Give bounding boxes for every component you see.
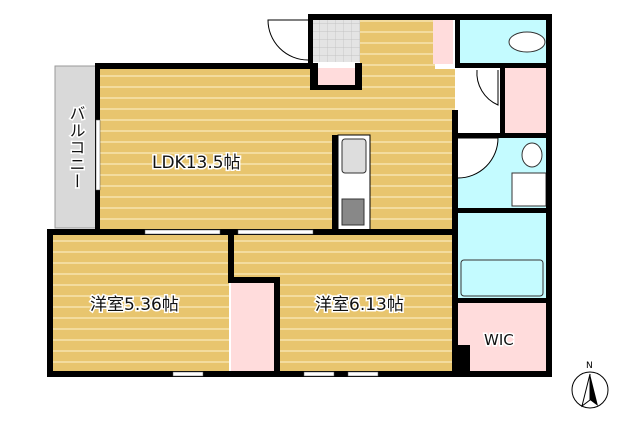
washbasin-icon [521,142,543,168]
washing-machine-icon [511,172,547,207]
ldk-floor [100,69,455,231]
stove-icon [341,198,365,226]
window-bedroom2 [237,229,314,235]
window-south-3 [347,371,379,377]
shoe-storage [433,19,453,64]
toilet-door [476,69,499,106]
entrance-storage [316,68,356,88]
balcony-label: バルコニー [67,105,86,190]
wic-room [458,303,547,372]
balcony [54,65,98,229]
sink-icon [341,138,367,174]
bedroom1-label: 洋室5.36帖 [90,295,179,315]
ldk-label: LDK13.5帖 [152,153,241,173]
bedroom2-label: 洋室6.13帖 [315,295,404,315]
north-label: N [586,361,593,371]
closet-bedroom1 [231,282,275,372]
hall-floor [360,19,435,69]
entrance-door [267,19,309,61]
bedroom1-floor [52,234,229,372]
entrance-tiles [312,19,360,62]
bathtub-icon [460,259,544,297]
compass: N [571,361,609,409]
linen-closet [505,68,547,135]
window-balcony [95,119,101,191]
wic-label: WIC [484,331,514,349]
window-bedroom1 [144,229,221,235]
north-arrow-fill [590,374,598,406]
window-south-1 [172,371,204,377]
toilet-icon [508,31,546,53]
washroom-door [457,137,499,179]
window-south-2 [303,371,335,377]
